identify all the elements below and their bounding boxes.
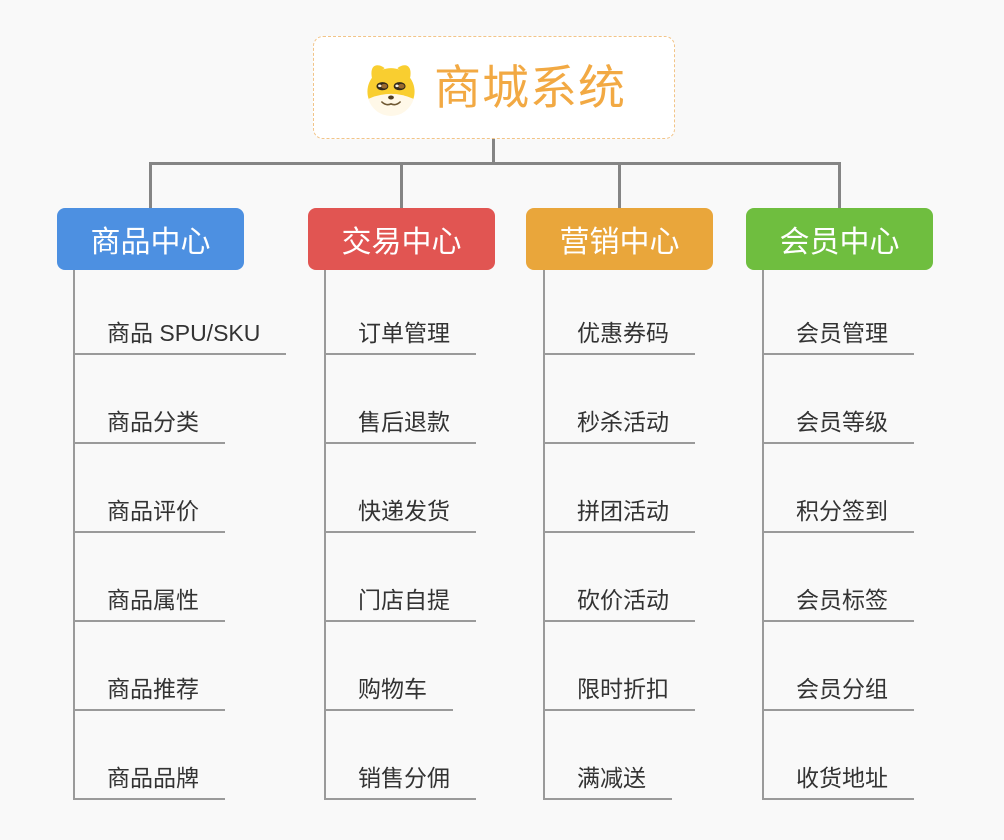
- leaf-row: 订单管理: [324, 270, 476, 355]
- leaf-node[interactable]: 门店自提: [324, 586, 476, 622]
- leaf-node[interactable]: 会员分组: [762, 675, 914, 711]
- leaf-node[interactable]: 砍价活动: [543, 586, 695, 622]
- leaf-node[interactable]: 收货地址: [762, 764, 914, 800]
- leaf-node[interactable]: 积分签到: [762, 497, 914, 533]
- trunk-line-product: [73, 270, 75, 800]
- leaf-column-member: 会员管理 会员等级 积分签到 会员标签 会员分组 收货地址: [762, 270, 914, 800]
- dog-icon: [367, 64, 415, 116]
- leaf-node[interactable]: 商品品牌: [73, 764, 225, 800]
- leaf-node[interactable]: 优惠券码: [543, 319, 695, 355]
- leaf-row: 会员标签: [762, 533, 914, 622]
- branch-node-marketing-center[interactable]: 营销中心: [526, 208, 713, 270]
- leaf-row: 砍价活动: [543, 533, 695, 622]
- trunk-line-marketing: [543, 270, 545, 800]
- drop-line-product: [149, 162, 152, 209]
- leaf-row: 门店自提: [324, 533, 476, 622]
- leaf-column-marketing: 优惠券码 秒杀活动 拼团活动 砍价活动 限时折扣 满减送: [543, 270, 695, 800]
- leaf-row: 会员管理: [762, 270, 914, 355]
- root-node[interactable]: 商城系统: [313, 36, 675, 139]
- leaf-node[interactable]: 快递发货: [324, 497, 476, 533]
- leaf-row: 售后退款: [324, 355, 476, 444]
- leaf-node[interactable]: 会员标签: [762, 586, 914, 622]
- leaf-row: 积分签到: [762, 444, 914, 533]
- leaf-row: 会员等级: [762, 355, 914, 444]
- root-title: 商城系统: [434, 61, 626, 114]
- leaf-row: 商品分类: [73, 355, 286, 444]
- leaf-row: 商品属性: [73, 533, 286, 622]
- leaf-row: 满减送: [543, 711, 695, 800]
- leaf-node[interactable]: 商品推荐: [73, 675, 225, 711]
- branch-node-member-center[interactable]: 会员中心: [746, 208, 933, 270]
- leaf-row: 收货地址: [762, 711, 914, 800]
- leaf-row: 秒杀活动: [543, 355, 695, 444]
- leaf-node[interactable]: 订单管理: [324, 319, 476, 355]
- leaf-node[interactable]: 商品 SPU/SKU: [73, 319, 287, 355]
- trunk-line-member: [762, 270, 764, 800]
- leaf-row: 销售分佣: [324, 711, 476, 800]
- leaf-column-trade: 订单管理 售后退款 快递发货 门店自提 购物车 销售分佣: [324, 270, 476, 800]
- root-stem-line: [492, 139, 495, 163]
- leaf-node[interactable]: 限时折扣: [543, 675, 695, 711]
- leaf-node[interactable]: 购物车: [324, 675, 453, 711]
- leaf-node[interactable]: 拼团活动: [543, 497, 695, 533]
- trunk-line-trade: [324, 270, 326, 800]
- leaf-row: 商品 SPU/SKU: [73, 270, 287, 355]
- drop-line-member: [838, 162, 841, 209]
- leaf-row: 购物车: [324, 622, 476, 711]
- leaf-node[interactable]: 售后退款: [324, 408, 476, 444]
- branch-node-product-center[interactable]: 商品中心: [57, 208, 244, 270]
- leaf-row: 商品评价: [73, 444, 286, 533]
- leaf-row: 限时折扣: [543, 622, 695, 711]
- leaf-node[interactable]: 销售分佣: [324, 764, 476, 800]
- leaf-row: 快递发货: [324, 444, 476, 533]
- leaf-node[interactable]: 商品分类: [73, 408, 225, 444]
- leaf-node[interactable]: 会员管理: [762, 319, 914, 355]
- leaf-row: 商品品牌: [73, 711, 286, 800]
- leaf-row: 拼团活动: [543, 444, 695, 533]
- leaf-node[interactable]: 秒杀活动: [543, 408, 695, 444]
- branch-bus-line: [149, 162, 841, 165]
- leaf-node[interactable]: 会员等级: [762, 408, 914, 444]
- branch-node-trade-center[interactable]: 交易中心: [308, 208, 495, 270]
- drop-line-trade: [400, 162, 403, 209]
- leaf-node[interactable]: 满减送: [543, 764, 672, 800]
- leaf-row: 商品推荐: [73, 622, 286, 711]
- leaf-node[interactable]: 商品评价: [73, 497, 225, 533]
- leaf-row: 优惠券码: [543, 270, 695, 355]
- leaf-row: 会员分组: [762, 622, 914, 711]
- leaf-column-product: 商品 SPU/SKU 商品分类 商品评价 商品属性 商品推荐 商品品牌: [73, 270, 287, 800]
- leaf-node[interactable]: 商品属性: [73, 586, 225, 622]
- drop-line-marketing: [618, 162, 621, 209]
